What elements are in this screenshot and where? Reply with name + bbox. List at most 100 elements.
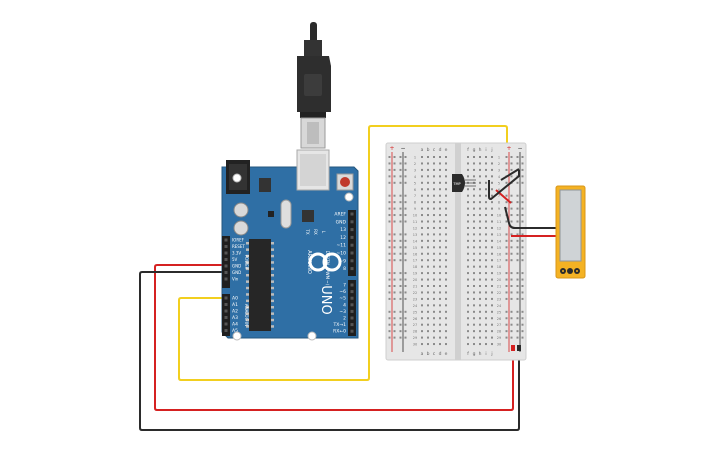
rail-hole[interactable] <box>510 272 513 275</box>
breadboard-hole[interactable] <box>479 310 481 313</box>
rail-hole[interactable] <box>521 162 524 165</box>
breadboard-hole[interactable] <box>427 310 429 313</box>
breadboard-hole[interactable] <box>445 304 447 307</box>
digital-pin[interactable] <box>350 296 354 300</box>
rail-hole[interactable] <box>393 252 396 255</box>
jumper-black[interactable] <box>488 170 520 201</box>
rail-hole[interactable] <box>393 220 396 223</box>
breadboard-hole[interactable] <box>479 214 481 217</box>
breadboard-hole[interactable] <box>485 226 487 229</box>
breadboard-hole[interactable] <box>427 265 429 268</box>
breadboard-hole[interactable] <box>427 162 429 165</box>
rail-hole[interactable] <box>516 239 519 242</box>
breadboard-hole[interactable] <box>433 252 435 255</box>
breadboard-hole[interactable] <box>421 330 423 333</box>
rail-hole[interactable] <box>404 156 407 158</box>
rail-hole[interactable] <box>521 168 524 171</box>
rail-hole[interactable] <box>393 207 396 210</box>
rail-hole[interactable] <box>510 239 513 242</box>
breadboard-hole[interactable] <box>467 162 469 165</box>
rail-hole[interactable] <box>505 201 508 204</box>
breadboard-hole[interactable] <box>439 291 441 294</box>
power-pin[interactable] <box>224 258 228 261</box>
rail-hole[interactable] <box>404 323 407 326</box>
rail-hole[interactable] <box>399 156 402 158</box>
breadboard-hole[interactable] <box>467 201 469 204</box>
breadboard-hole[interactable] <box>427 304 429 307</box>
breadboard-hole[interactable] <box>445 330 447 333</box>
rail-hole[interactable] <box>388 259 391 262</box>
breadboard-hole[interactable] <box>485 297 487 300</box>
breadboard-hole[interactable] <box>421 162 423 165</box>
breadboard-hole[interactable] <box>479 336 481 339</box>
rail-hole[interactable] <box>510 291 513 294</box>
breadboard-hole[interactable] <box>479 285 481 287</box>
breadboard-hole[interactable] <box>485 239 487 242</box>
breadboard-hole[interactable] <box>445 175 447 178</box>
rail-hole[interactable] <box>388 272 391 275</box>
rail-hole[interactable] <box>399 239 402 242</box>
rail-hole[interactable] <box>388 168 391 171</box>
breadboard-hole[interactable] <box>491 175 493 178</box>
breadboard-hole[interactable] <box>421 278 423 281</box>
rail-hole[interactable] <box>505 220 508 223</box>
rail-hole[interactable] <box>516 181 519 184</box>
breadboard-hole[interactable] <box>427 343 429 346</box>
breadboard-hole[interactable] <box>479 252 481 255</box>
breadboard-hole[interactable] <box>491 188 493 191</box>
digital-pin[interactable] <box>350 212 354 216</box>
breadboard-hole[interactable] <box>427 317 429 320</box>
breadboard-hole[interactable] <box>491 310 493 313</box>
breadboard-hole[interactable] <box>491 343 493 346</box>
breadboard-hole[interactable] <box>427 207 429 210</box>
breadboard-hole[interactable] <box>485 207 487 210</box>
rail-hole[interactable] <box>510 317 513 320</box>
rail-hole[interactable] <box>399 162 402 165</box>
breadboard-hole[interactable] <box>479 323 481 326</box>
breadboard-hole[interactable] <box>467 304 469 307</box>
rail-hole[interactable] <box>521 207 524 210</box>
rail-hole[interactable] <box>521 285 524 287</box>
breadboard-hole[interactable] <box>485 220 487 223</box>
rail-hole[interactable] <box>510 297 513 300</box>
breadboard-hole[interactable] <box>439 168 441 171</box>
rail-hole[interactable] <box>521 259 524 262</box>
breadboard-hole[interactable] <box>421 207 423 210</box>
temperature-sensor[interactable]: TMP <box>452 174 476 192</box>
breadboard-hole[interactable] <box>421 323 423 326</box>
breadboard-hole[interactable] <box>485 214 487 217</box>
breadboard-hole[interactable] <box>491 168 493 171</box>
breadboard-hole[interactable] <box>427 168 429 171</box>
breadboard-hole[interactable] <box>439 220 441 223</box>
breadboard-hole[interactable] <box>445 246 447 249</box>
breadboard-hole[interactable] <box>467 317 469 320</box>
rail-hole[interactable] <box>399 259 402 262</box>
rail-hole[interactable] <box>505 246 508 249</box>
breadboard-hole[interactable] <box>473 343 475 346</box>
breadboard-hole[interactable] <box>473 304 475 307</box>
breadboard-hole[interactable] <box>421 175 423 178</box>
breadboard-hole[interactable] <box>445 168 447 171</box>
rail-hole[interactable] <box>404 175 407 178</box>
rail-hole[interactable] <box>393 285 396 287</box>
breadboard-hole[interactable] <box>479 317 481 320</box>
rail-hole[interactable] <box>521 246 524 249</box>
rail-hole[interactable] <box>516 278 519 281</box>
breadboard-hole[interactable] <box>491 304 493 307</box>
breadboard-hole[interactable] <box>445 297 447 300</box>
breadboard-hole[interactable] <box>491 297 493 300</box>
breadboard-hole[interactable] <box>439 343 441 346</box>
rail-hole[interactable] <box>404 214 407 217</box>
rail-hole[interactable] <box>399 246 402 249</box>
breadboard-hole[interactable] <box>479 175 481 178</box>
breadboard-hole[interactable] <box>427 330 429 333</box>
breadboard-hole[interactable] <box>433 330 435 333</box>
rail-hole[interactable] <box>388 162 391 165</box>
breadboard-hole[interactable] <box>491 233 493 236</box>
breadboard-hole[interactable] <box>467 310 469 313</box>
rail-hole[interactable] <box>516 201 519 204</box>
rail-hole[interactable] <box>516 336 519 339</box>
breadboard-hole[interactable] <box>433 175 435 178</box>
rail-hole[interactable] <box>505 278 508 281</box>
